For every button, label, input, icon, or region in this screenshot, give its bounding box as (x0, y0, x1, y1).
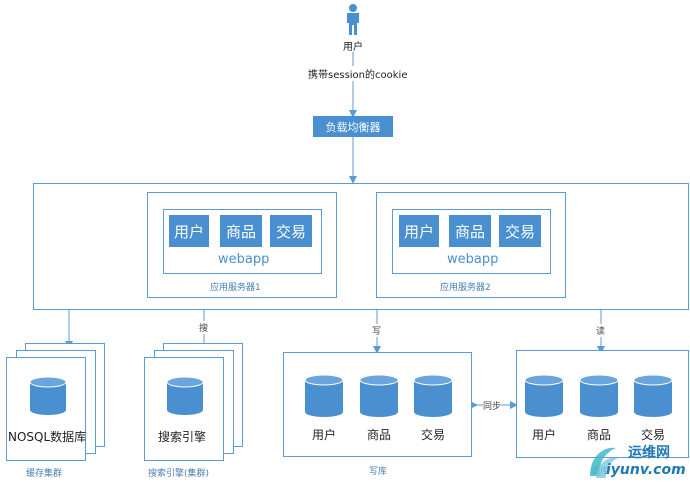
module-trade-2: 交易 (499, 215, 541, 247)
load-balancer: 负载均衡器 (313, 116, 393, 137)
webapp-label-1: webapp (218, 252, 270, 267)
cache-cluster-caption: 缓存集群 (26, 469, 63, 479)
read-db-user-label: 用户 (532, 428, 557, 442)
module-user-2: 用户 (399, 215, 439, 247)
module-user-1: 用户 (169, 215, 209, 247)
app-server-1-caption: 应用服务器1 (210, 283, 261, 293)
read-db-goods-table-icon (579, 374, 619, 417)
webapp-label-2: webapp (447, 252, 499, 267)
read-db-goods-label: 商品 (587, 428, 612, 442)
write-edge-label: 写 (372, 324, 382, 337)
search-cluster-caption: 搜索引擎(集群) (148, 469, 210, 479)
watermark: 运维网 iyunv.com (586, 440, 690, 485)
write-db-goods-table-icon (359, 374, 399, 417)
write-db-trade-table-icon (413, 374, 453, 417)
search-engine-label: 搜索引擎 (158, 430, 207, 444)
write-db-user-label: 用户 (312, 428, 337, 442)
user-person-icon (347, 4, 359, 35)
read-db-user-table-icon (524, 374, 564, 417)
write-db-caption: 写库 (369, 467, 388, 477)
user-label: 用户 (343, 42, 363, 53)
write-db-trade-label: 交易 (421, 428, 446, 442)
write-db-goods-label: 商品 (367, 428, 392, 442)
database-icon (29, 376, 67, 415)
sync-edge-label: 同步 (483, 399, 502, 412)
module-trade-1: 交易 (270, 215, 312, 247)
read-db-trade-label: 交易 (641, 428, 666, 442)
nosql-db-label: NOSQL数据库 (8, 430, 87, 444)
app-cluster-box (33, 183, 689, 310)
read-edge-label: 读 (596, 324, 606, 337)
search-engine-db-icon (166, 376, 204, 415)
cookie-edge-label: 携带session的cookie (308, 66, 408, 81)
watermark-text-url: iyunv.com (606, 462, 686, 478)
write-db-user-table-icon (304, 374, 344, 417)
app-server-2-caption: 应用服务器2 (440, 283, 491, 293)
search-edge-label: 搜 (199, 321, 209, 334)
read-db-trade-table-icon (633, 374, 673, 417)
watermark-logo-icon (590, 447, 618, 478)
module-goods-2: 商品 (449, 215, 491, 247)
module-goods-1: 商品 (220, 215, 262, 247)
watermark-text-cn: 运维网 (628, 445, 670, 461)
